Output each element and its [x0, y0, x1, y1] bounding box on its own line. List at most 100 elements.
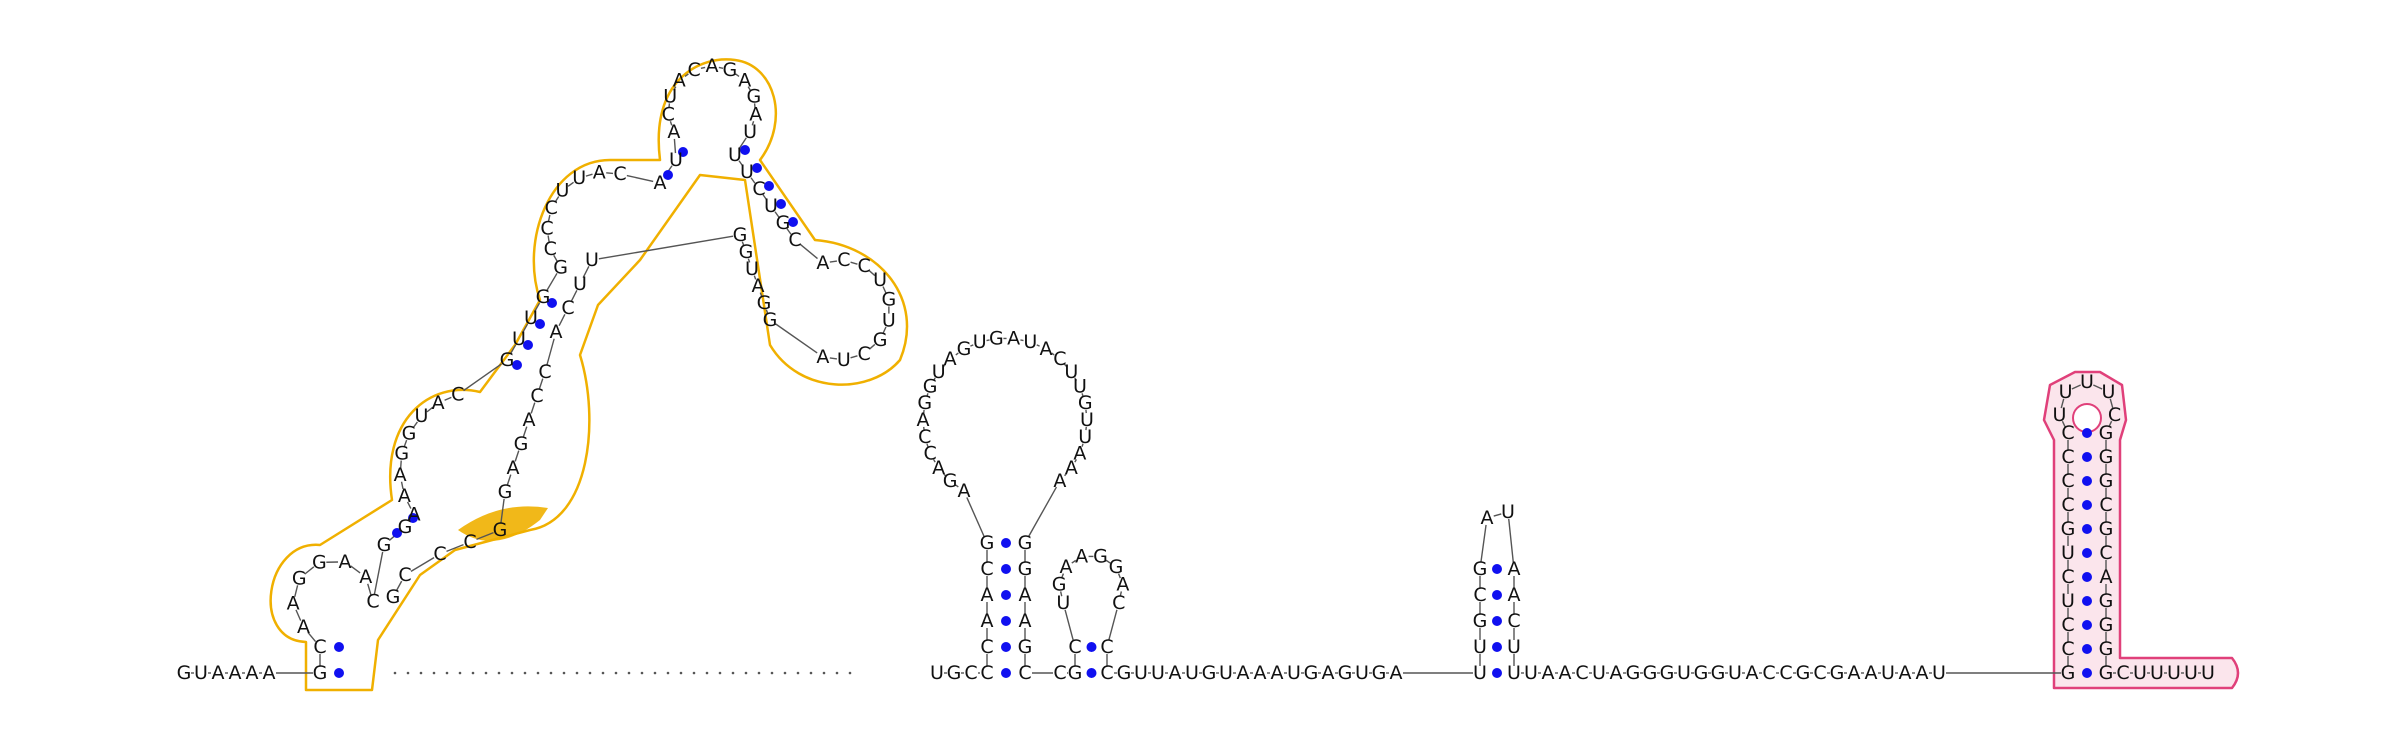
base-pair-dot	[1086, 642, 1097, 652]
base-pair-dot	[1492, 616, 1502, 626]
terminator-loop-hole	[2072, 403, 2102, 433]
backbone-link	[446, 543, 464, 553]
nucleotide-u: U	[1219, 662, 1233, 684]
base-pair-dot	[2082, 452, 2092, 462]
nucleotide-a: A	[816, 252, 829, 274]
backbone-link	[868, 270, 876, 277]
nucleotide-c: C	[1473, 584, 1486, 606]
linker-dot	[627, 671, 631, 675]
nucleotide-a: A	[1254, 662, 1267, 684]
backbone-link	[1081, 443, 1084, 447]
linker-dot	[471, 671, 475, 675]
linker-dot	[588, 671, 592, 675]
nucleotide-a: A	[1059, 556, 1072, 578]
backbone-link	[2109, 398, 2114, 409]
base-pair-dot	[764, 181, 774, 191]
nucleotide-c: C	[1053, 348, 1066, 370]
linker-dot	[666, 671, 670, 675]
backbone-link	[1074, 459, 1078, 463]
nucleotide-g: G	[2099, 614, 2114, 636]
nucleotide-u: U	[882, 310, 896, 332]
backbone-link	[751, 121, 755, 126]
backbone-link	[533, 302, 541, 313]
backbone-link	[547, 214, 551, 222]
nucleotide-u: U	[2052, 404, 2066, 426]
nucleotide-g: G	[1078, 392, 1093, 414]
nucleotide-a: A	[706, 55, 719, 77]
linker-dot	[757, 671, 761, 675]
linker-dot	[614, 671, 618, 675]
base-pair-dot	[2082, 476, 2092, 486]
nucleotide-g: G	[386, 586, 401, 608]
nucleotide-a: A	[523, 409, 536, 431]
nucleotide-a: A	[1916, 662, 1929, 684]
nucleotide-g: G	[394, 443, 409, 465]
nucleotide-c: C	[1575, 662, 1588, 684]
nucleotide-u: U	[1151, 662, 1165, 684]
nucleotide-u: U	[1073, 376, 1087, 398]
backbone-link	[598, 235, 734, 260]
nucleotide-u: U	[2184, 662, 2198, 684]
linker-dot	[406, 671, 410, 675]
linker-dot	[744, 671, 748, 675]
nucleotide-u: U	[740, 161, 754, 183]
backbone-link	[500, 498, 505, 524]
nucleotide-g: G	[957, 338, 972, 360]
nucleotide-g: G	[398, 516, 413, 538]
backbone-link	[700, 66, 706, 70]
backbone-link	[1060, 573, 1065, 579]
nucleotide-a: A	[1481, 507, 1494, 529]
nucleotide-g: G	[1018, 558, 1033, 580]
nucleotide-g: G	[757, 292, 772, 314]
base-pair-dot	[523, 340, 533, 350]
nucleotide-c: C	[433, 543, 446, 565]
backbone-link	[585, 173, 593, 177]
linker-dot	[549, 671, 553, 675]
nucleotide-a: A	[1019, 610, 1032, 632]
nucleotide-u: U	[2133, 662, 2147, 684]
backbone-link	[942, 472, 946, 477]
backbone-link	[506, 474, 512, 486]
backbone-link	[1027, 486, 1058, 538]
nucleotide-g: G	[1626, 662, 1641, 684]
base-pair-dot	[334, 642, 344, 652]
nucleotide-a: A	[944, 348, 957, 370]
nucleotide-g: G	[402, 423, 417, 445]
nucleotide-a: A	[958, 480, 971, 502]
backbone-link	[406, 501, 412, 509]
backbone-link	[966, 497, 985, 537]
nucleotide-a: A	[749, 104, 762, 126]
nucleotide-u: U	[973, 331, 987, 353]
linker-dot	[848, 671, 852, 675]
nucleotide-c: C	[2061, 470, 2074, 492]
backbone-link	[747, 86, 751, 91]
nucleotide-u: U	[1185, 662, 1199, 684]
backbone-link	[753, 275, 757, 280]
backbone-link	[669, 121, 673, 126]
nucleotide-g: G	[2099, 518, 2114, 540]
base-pair-dot	[2082, 572, 2092, 582]
nucleotide-g: G	[1473, 558, 1488, 580]
nucleotide-u: U	[1524, 662, 1538, 684]
nucleotide-a: A	[212, 662, 225, 684]
nucleotide-c: C	[1100, 636, 1113, 658]
nucleotide-g: G	[1694, 662, 1709, 684]
nucleotide-c: C	[313, 636, 326, 658]
nucleotide-u: U	[2059, 381, 2073, 403]
backbone-link	[1081, 393, 1084, 397]
base-pair-dot	[1001, 590, 1011, 600]
backbone-links	[191, 66, 2201, 675]
backbone-link	[850, 355, 858, 359]
nucleotide-c: C	[1068, 636, 1081, 658]
nucleotide-g: G	[2099, 446, 2114, 468]
nucleotide-u: U	[1932, 662, 1946, 684]
nucleotide-c: C	[366, 591, 379, 613]
nucleotide-c: C	[398, 564, 411, 586]
backbone-link	[522, 426, 528, 438]
nucleotide-u: U	[2167, 662, 2181, 684]
nucleotide-a: A	[1237, 662, 1250, 684]
nucleotide-c: C	[858, 343, 871, 365]
base-pair-dot	[2082, 500, 2092, 510]
